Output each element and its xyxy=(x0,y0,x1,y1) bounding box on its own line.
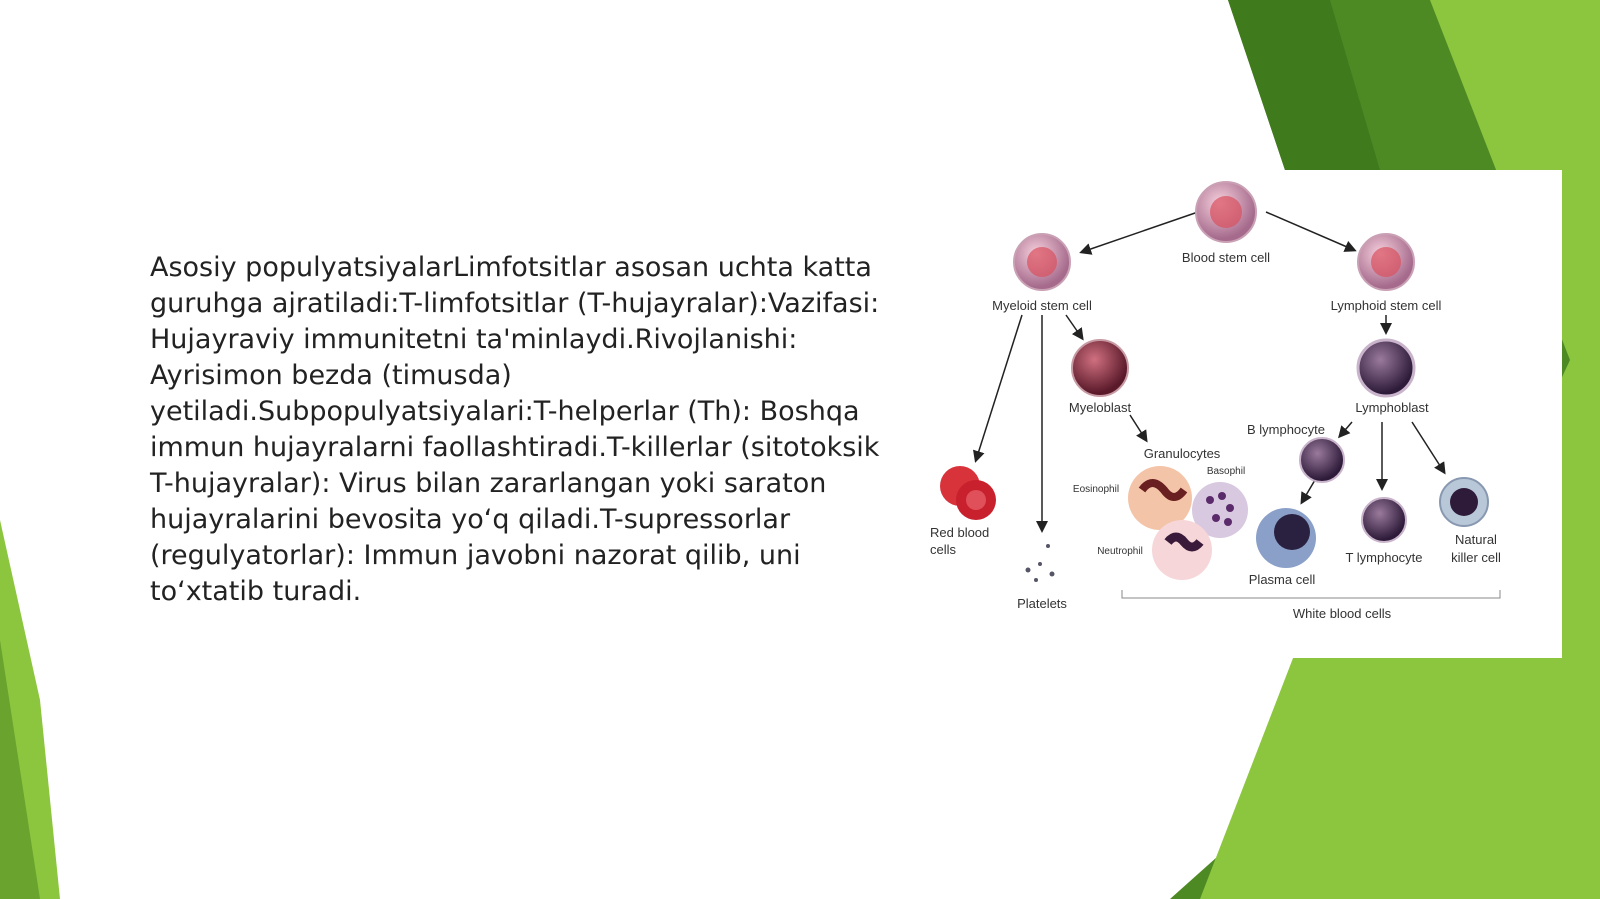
label-white-blood-cells: White blood cells xyxy=(1293,606,1392,621)
label-plasma-cell: Plasma cell xyxy=(1249,572,1316,587)
granulocytes-icon xyxy=(1128,466,1248,580)
label-eosinophil: Eosinophil xyxy=(1073,484,1119,495)
lymphoblast-icon xyxy=(1356,338,1416,398)
t-lymphocyte-icon xyxy=(1361,497,1407,543)
label-b-lymphocyte: B lymphocyte xyxy=(1247,422,1325,437)
label-blood-stem-cell: Blood stem cell xyxy=(1182,250,1270,265)
b-lymphocyte-icon xyxy=(1299,437,1345,483)
body-text: Asosiy populyatsiyalarLimfotsitlar asosa… xyxy=(150,252,880,607)
label-natural-killer-line2: killer cell xyxy=(1451,550,1501,565)
label-t-lymphocyte: T lymphocyte xyxy=(1345,550,1422,565)
label-natural-killer-line1: Natural xyxy=(1455,532,1497,547)
blood-cell-diagram: Blood stem cell Myeloid stem cell Lympho… xyxy=(930,170,1562,658)
label-myeloblast: Myeloblast xyxy=(1069,400,1132,415)
label-red-blood-cells-line2: cells xyxy=(930,542,957,557)
label-red-blood-cells-line1: Red blood xyxy=(930,525,989,540)
label-neutrophil: Neutrophil xyxy=(1097,546,1143,557)
label-platelets: Platelets xyxy=(1017,596,1067,611)
myeloblast-icon xyxy=(1071,339,1129,397)
red-blood-cells-icon xyxy=(940,466,996,520)
label-granulocytes: Granulocytes xyxy=(1144,446,1221,461)
label-lymphoblast: Lymphoblast xyxy=(1355,400,1429,415)
platelets-icon xyxy=(1025,544,1055,582)
label-basophil: Basophil xyxy=(1207,466,1245,477)
label-lymphoid-stem-cell: Lymphoid stem cell xyxy=(1331,298,1442,313)
label-myeloid-stem-cell: Myeloid stem cell xyxy=(992,298,1092,313)
